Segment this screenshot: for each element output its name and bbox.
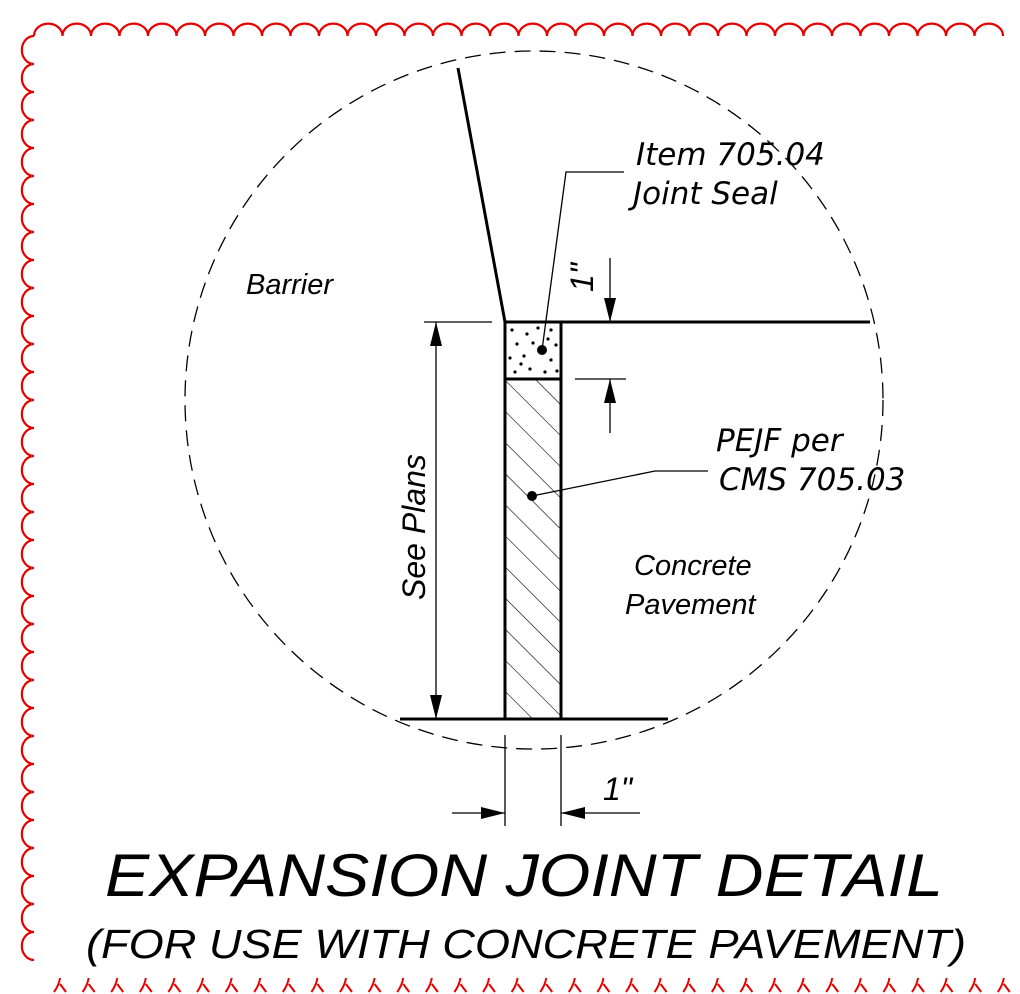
pejf-filler bbox=[503, 377, 563, 721]
concrete-label-line1: Concrete bbox=[634, 550, 752, 582]
cloud-tick bbox=[996, 977, 1011, 993]
detail-title: EXPANSION JOINT DETAIL bbox=[105, 842, 943, 909]
joint-seal-stipple bbox=[508, 326, 559, 374]
cloud-tick bbox=[882, 977, 897, 993]
cloud-tick bbox=[596, 977, 611, 993]
pejf-label-line2: CMS 705.03 bbox=[719, 462, 905, 498]
cloud-tick bbox=[682, 977, 696, 993]
joint-width-label: 1" bbox=[603, 771, 634, 807]
stipple-dot bbox=[549, 358, 553, 362]
stipple-dot bbox=[522, 354, 526, 358]
stipple-dot bbox=[515, 342, 519, 346]
stipple-dot bbox=[519, 362, 523, 366]
cloud-tick bbox=[939, 977, 954, 993]
concrete-label-line2: Pavement bbox=[625, 589, 758, 621]
cloud-tick bbox=[853, 977, 868, 993]
joint-seal-label-line1: Item 705.04 bbox=[636, 137, 825, 173]
cloud-tick bbox=[710, 977, 725, 993]
cloud-tick bbox=[539, 977, 553, 993]
cloud-tick bbox=[825, 977, 839, 993]
cloud-tick bbox=[510, 977, 525, 993]
cloud-tick bbox=[167, 977, 182, 993]
seal-depth-label: 1" bbox=[564, 261, 600, 292]
pejf-leader bbox=[527, 470, 708, 501]
cloud-tick bbox=[367, 977, 382, 993]
stipple-dot bbox=[531, 341, 535, 345]
detail-subtitle: (FOR USE WITH CONCRETE PAVEMENT) bbox=[86, 921, 966, 967]
stipple-dot bbox=[554, 343, 558, 347]
cloud-tick bbox=[224, 977, 239, 993]
see-plans-label: See Plans bbox=[396, 454, 432, 600]
cloud-tick bbox=[281, 977, 296, 993]
cloud-tick bbox=[81, 977, 96, 993]
stipple-dot bbox=[528, 367, 532, 371]
cloud-tick bbox=[482, 977, 496, 993]
stipple-dot bbox=[546, 337, 550, 341]
cloud-tick bbox=[196, 977, 210, 993]
cloud-tick bbox=[796, 977, 811, 993]
barrier-label: Barrier bbox=[246, 269, 334, 301]
pejf-label-line1: PEJF per bbox=[716, 423, 845, 459]
cloud-tick bbox=[110, 977, 124, 993]
barrier-face-line bbox=[456, 67, 507, 323]
stipple-dot bbox=[525, 332, 529, 336]
cloud-tick bbox=[453, 977, 468, 993]
stipple-dot bbox=[555, 369, 559, 373]
cloud-tick bbox=[53, 977, 67, 993]
cloud-tick bbox=[968, 977, 982, 993]
seal-depth-dimension bbox=[575, 258, 626, 433]
see-plans-dimension bbox=[424, 321, 492, 719]
cloud-tick bbox=[653, 977, 668, 993]
stipple-dot bbox=[536, 326, 540, 330]
cloud-tick bbox=[396, 977, 410, 993]
stipple-dot bbox=[549, 328, 553, 332]
cloud-tick bbox=[138, 977, 153, 993]
cloud-tick bbox=[768, 977, 782, 993]
cloud-tick bbox=[424, 977, 439, 993]
joint-width-dimension bbox=[452, 735, 640, 826]
stipple-dot bbox=[510, 328, 514, 332]
cloud-tick bbox=[625, 977, 639, 993]
cloud-tick bbox=[567, 977, 582, 993]
stipple-dot bbox=[513, 370, 517, 374]
stipple-dot bbox=[543, 370, 547, 374]
joint-seal-label-line2: Joint Seal bbox=[627, 176, 778, 212]
joint-seal bbox=[503, 320, 563, 381]
detail-circle bbox=[184, 50, 884, 750]
cloud-tick bbox=[911, 977, 925, 993]
stipple-dot bbox=[508, 356, 512, 360]
cloud-tick bbox=[739, 977, 754, 993]
cloud-tick bbox=[310, 977, 325, 993]
revision-cloud-border bbox=[20, 22, 1011, 993]
cloud-tick bbox=[253, 977, 267, 993]
cloud-tick bbox=[339, 977, 353, 993]
seal-leader bbox=[537, 171, 624, 355]
